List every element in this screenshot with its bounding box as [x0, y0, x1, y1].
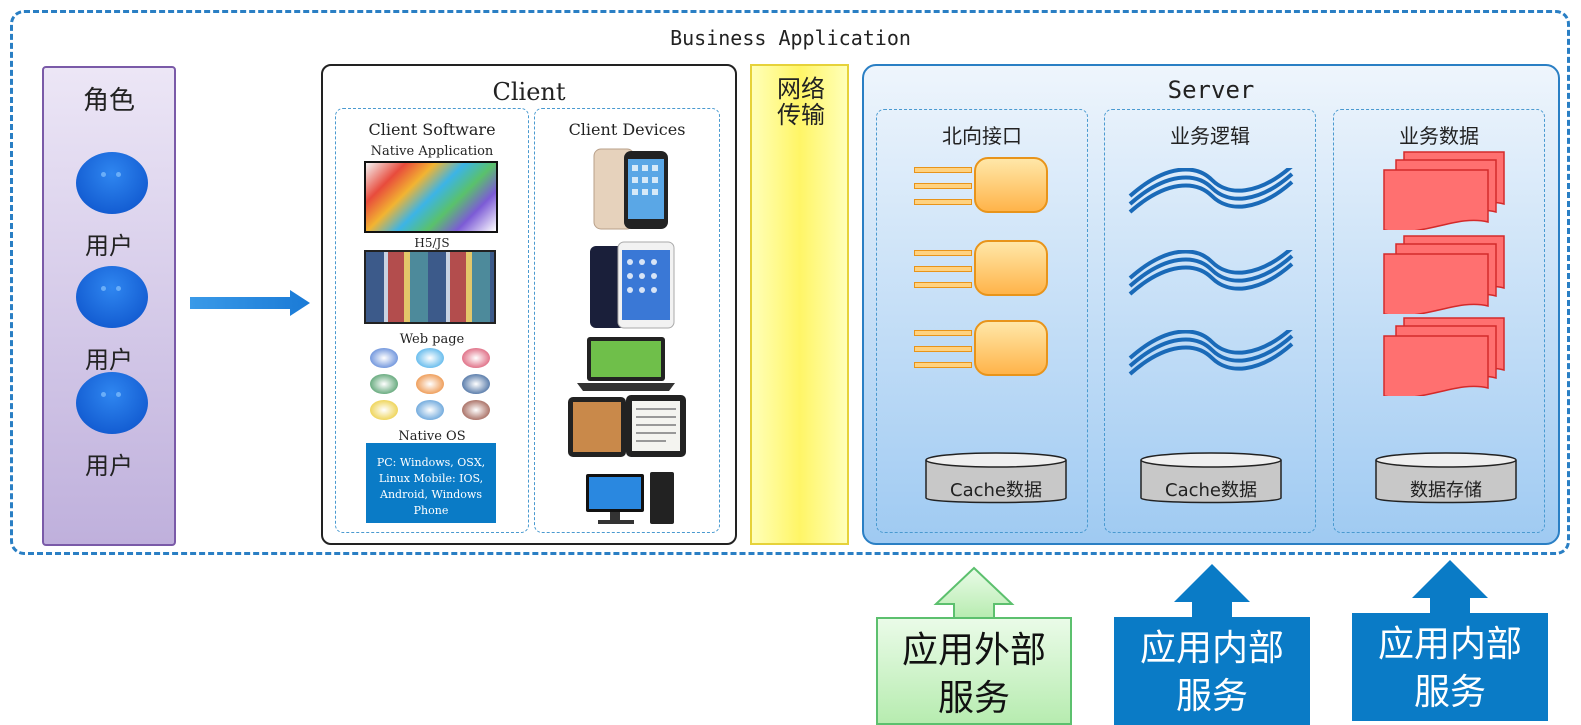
server-title: Server — [1167, 76, 1255, 104]
cache-data-label: Cache数据 — [950, 480, 1042, 501]
external-service-up-arrow-icon — [933, 566, 1015, 619]
interface-icon — [914, 157, 1050, 217]
user-label: 用户 — [85, 346, 133, 374]
client-software-panel — [335, 108, 529, 533]
client-devices-panel — [534, 108, 720, 533]
external-service-label: 应用外部服务 — [901, 630, 1046, 719]
native-application-image — [364, 161, 498, 233]
user-label: 用户 — [85, 232, 133, 260]
tablet-icon — [568, 395, 686, 457]
desktop-computer-icon — [586, 472, 674, 524]
user-label: 用户 — [85, 452, 133, 480]
business-data-document-icon — [1383, 317, 1505, 396]
roles-panel: 角色 用户 用户 用户 — [42, 66, 176, 546]
business-application-title: Business Application — [670, 26, 911, 50]
business-logic-wave-icon — [1128, 330, 1294, 376]
column-title: 业务数据 — [1399, 124, 1479, 148]
business-data-document-icon — [1383, 235, 1505, 314]
native-os-box: PC: Windows, OSX, Linux Mobile: IOS, And… — [366, 443, 496, 523]
roles-title: 角色 — [82, 86, 135, 116]
user-avatar-icon[interactable] — [76, 266, 148, 328]
cache-database-icon — [925, 452, 1067, 504]
h5-js-label: H5/JS — [414, 236, 450, 250]
internal-service-label: 应用内部服务 — [1139, 628, 1284, 717]
laptop-icon — [577, 337, 675, 391]
client-software-title: Client Software — [368, 120, 496, 139]
native-os-label: Native OS — [398, 429, 466, 444]
network-transport-bar: 网络传输 — [750, 64, 849, 545]
external-service-box[interactable]: 应用外部服务 — [876, 617, 1072, 725]
web-page-image — [366, 346, 496, 422]
column-title: 业务逻辑 — [1170, 124, 1250, 148]
internal-service-up-arrow-icon — [1412, 560, 1488, 616]
interface-icon — [914, 320, 1050, 380]
internal-service-up-arrow-icon — [1174, 564, 1250, 620]
user-avatar-icon[interactable] — [76, 152, 148, 214]
business-logic-wave-icon — [1128, 168, 1294, 214]
h5-js-image — [364, 250, 496, 324]
data-storage-icon — [1375, 452, 1517, 504]
phablet-icon — [590, 241, 675, 329]
business-logic-column — [1104, 109, 1316, 533]
business-logic-wave-icon — [1128, 250, 1294, 296]
web-page-label: Web page — [399, 332, 465, 347]
user-avatar-icon[interactable] — [76, 372, 148, 434]
client-devices-title: Client Devices — [568, 120, 686, 139]
internal-service-box[interactable]: 应用内部服务 — [1352, 613, 1548, 721]
cache-database-icon — [1140, 452, 1282, 504]
northbound-interface-column — [876, 109, 1088, 533]
interface-icon — [914, 240, 1050, 300]
business-data-column — [1333, 109, 1545, 533]
client-title: Client — [492, 78, 566, 106]
internal-service-box[interactable]: 应用内部服务 — [1114, 617, 1310, 725]
column-title: 北向接口 — [942, 124, 1022, 148]
native-application-label: Native Application — [370, 144, 494, 159]
business-application-boundary — [10, 10, 1570, 555]
data-storage-label: 数据存储 — [1410, 480, 1482, 501]
business-data-document-icon — [1383, 151, 1505, 230]
internal-service-label: 应用内部服务 — [1377, 624, 1522, 713]
flow-arrow-icon — [190, 290, 310, 316]
smartphone-icon — [593, 148, 668, 230]
cache-data-label: Cache数据 — [1165, 480, 1257, 501]
network-transport-label: 网络传输 — [777, 75, 825, 129]
